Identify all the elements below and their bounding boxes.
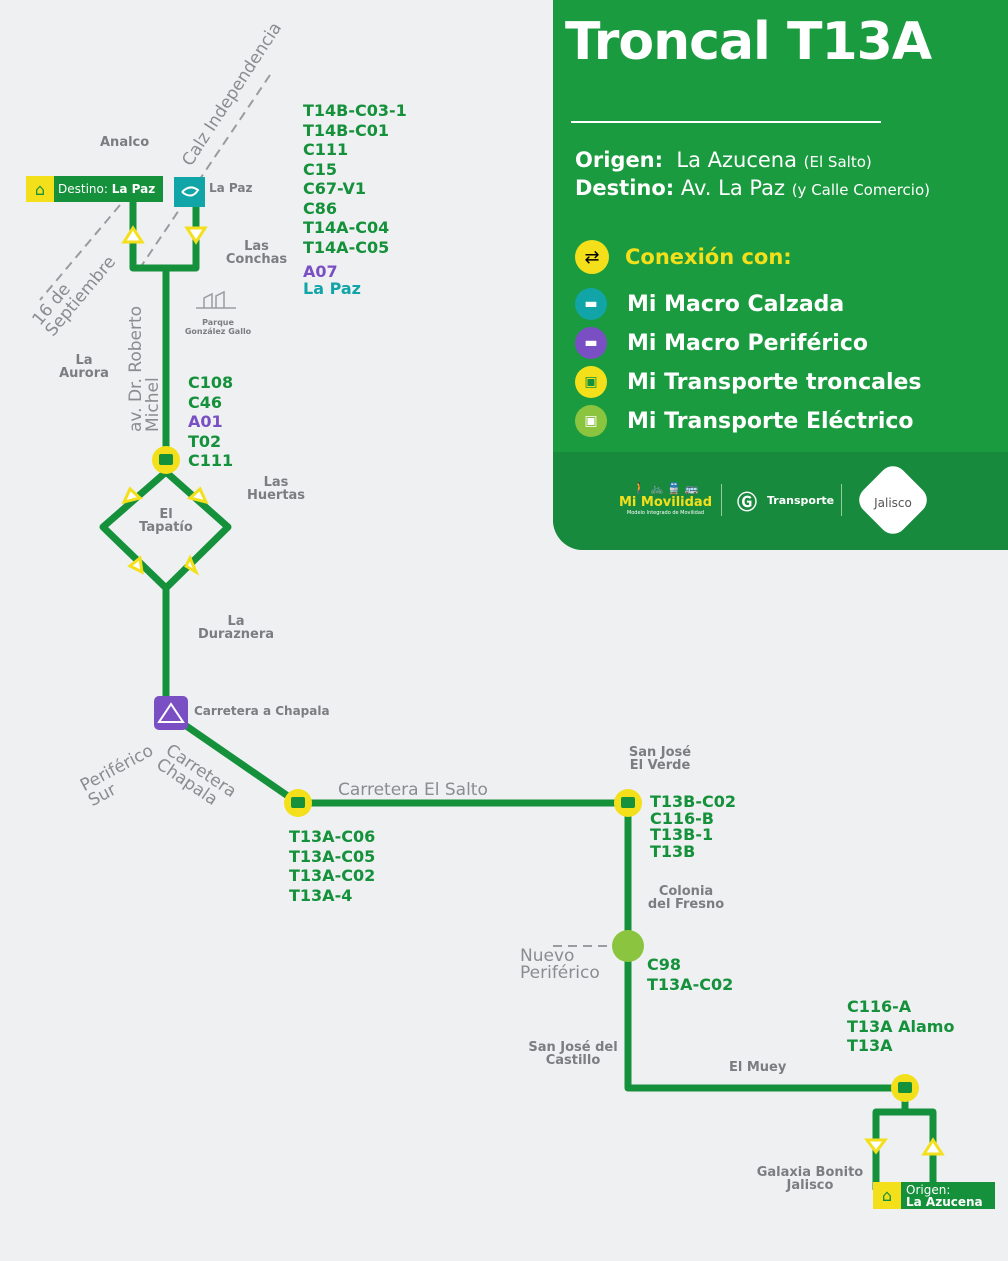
place-la-aurora: La Aurora bbox=[59, 353, 109, 381]
origin-terminal: ⌂ Origen:La Azucena bbox=[873, 1182, 995, 1209]
place-las-huertas: Las Huertas bbox=[246, 475, 306, 503]
place-san-jose-verde: San José El Verde bbox=[628, 745, 692, 773]
street-carretera-el-salto: Carretera El Salto bbox=[338, 780, 488, 800]
place-la-duraznera: La Duraznera bbox=[197, 614, 275, 642]
destination-terminal: ⌂ Destino: La Paz bbox=[26, 176, 163, 202]
home-icon: ⌂ bbox=[26, 176, 54, 202]
page-title: Troncal T13A bbox=[565, 12, 932, 72]
divider bbox=[571, 121, 881, 123]
calz-independencia-line bbox=[139, 74, 271, 269]
transporte-icon: Ⓖ bbox=[737, 490, 757, 514]
16-septiembre-line bbox=[39, 204, 121, 301]
origin-info: Origen: La Azucena (El Salto) bbox=[575, 148, 872, 172]
footer-logos: 🚶 🚲 🚆 🚌 Mi Movilidad Modelo Integrado de… bbox=[553, 452, 1008, 550]
la-paz-calzada-station-icon bbox=[174, 177, 205, 207]
connection-heading: ⇄Conexión con: bbox=[575, 240, 792, 274]
periferico-station-icon bbox=[154, 696, 188, 730]
place-el-tapatio: El Tapatío bbox=[139, 507, 193, 535]
place-analco: Analco bbox=[100, 135, 150, 150]
bus-icon: ▬ bbox=[575, 288, 607, 320]
place-galaxia: Galaxia Bonito Jalisco bbox=[756, 1165, 864, 1193]
place-carretera-chapala: Carretera a Chapala bbox=[194, 704, 330, 718]
legend-mi-macro-calzada: ▬Mi Macro Calzada bbox=[575, 288, 844, 320]
jalisco-logo: Jalisco bbox=[874, 496, 912, 510]
transfer-icon: ⇄ bbox=[575, 240, 609, 274]
street-roberto-michel: av. Dr. Roberto Michel bbox=[126, 305, 163, 432]
bus-icon: ▣ bbox=[575, 366, 607, 398]
legend-mi-macro-periferico: ▬Mi Macro Periférico bbox=[575, 327, 868, 359]
legend-troncales: ▣Mi Transporte troncales bbox=[575, 366, 922, 398]
info-panel: Troncal T13A Origen: La Azucena (El Salt… bbox=[553, 0, 1008, 550]
legend-electrico: ▣Mi Transporte Eléctrico bbox=[575, 405, 914, 437]
bus-stops bbox=[152, 177, 919, 1102]
place-san-jose-castillo: San José del Castillo bbox=[528, 1040, 618, 1068]
direction-arrows bbox=[121, 225, 945, 1156]
home-icon: ⌂ bbox=[873, 1182, 901, 1209]
place-la-paz: La Paz bbox=[209, 181, 253, 195]
parque-icon bbox=[196, 290, 236, 309]
place-el-muey: El Muey bbox=[729, 1060, 787, 1075]
mi-movilidad-logo: 🚶 🚲 🚆 🚌 Mi Movilidad Modelo Integrado de… bbox=[619, 482, 713, 516]
place-parque: Parque González Gallo bbox=[184, 318, 252, 336]
place-las-conchas: Las Conchas bbox=[225, 239, 288, 267]
electric-bus-stop-icon bbox=[612, 930, 644, 962]
street-nuevo-periferico: Nuevo Periférico bbox=[520, 946, 600, 983]
destination-info: Destino: Av. La Paz (y Calle Comercio) bbox=[575, 176, 930, 200]
place-colonia-fresno: Colonia del Fresno bbox=[647, 884, 725, 912]
electric-bus-icon: ▣ bbox=[575, 405, 607, 437]
bus-icon: ▬ bbox=[575, 327, 607, 359]
